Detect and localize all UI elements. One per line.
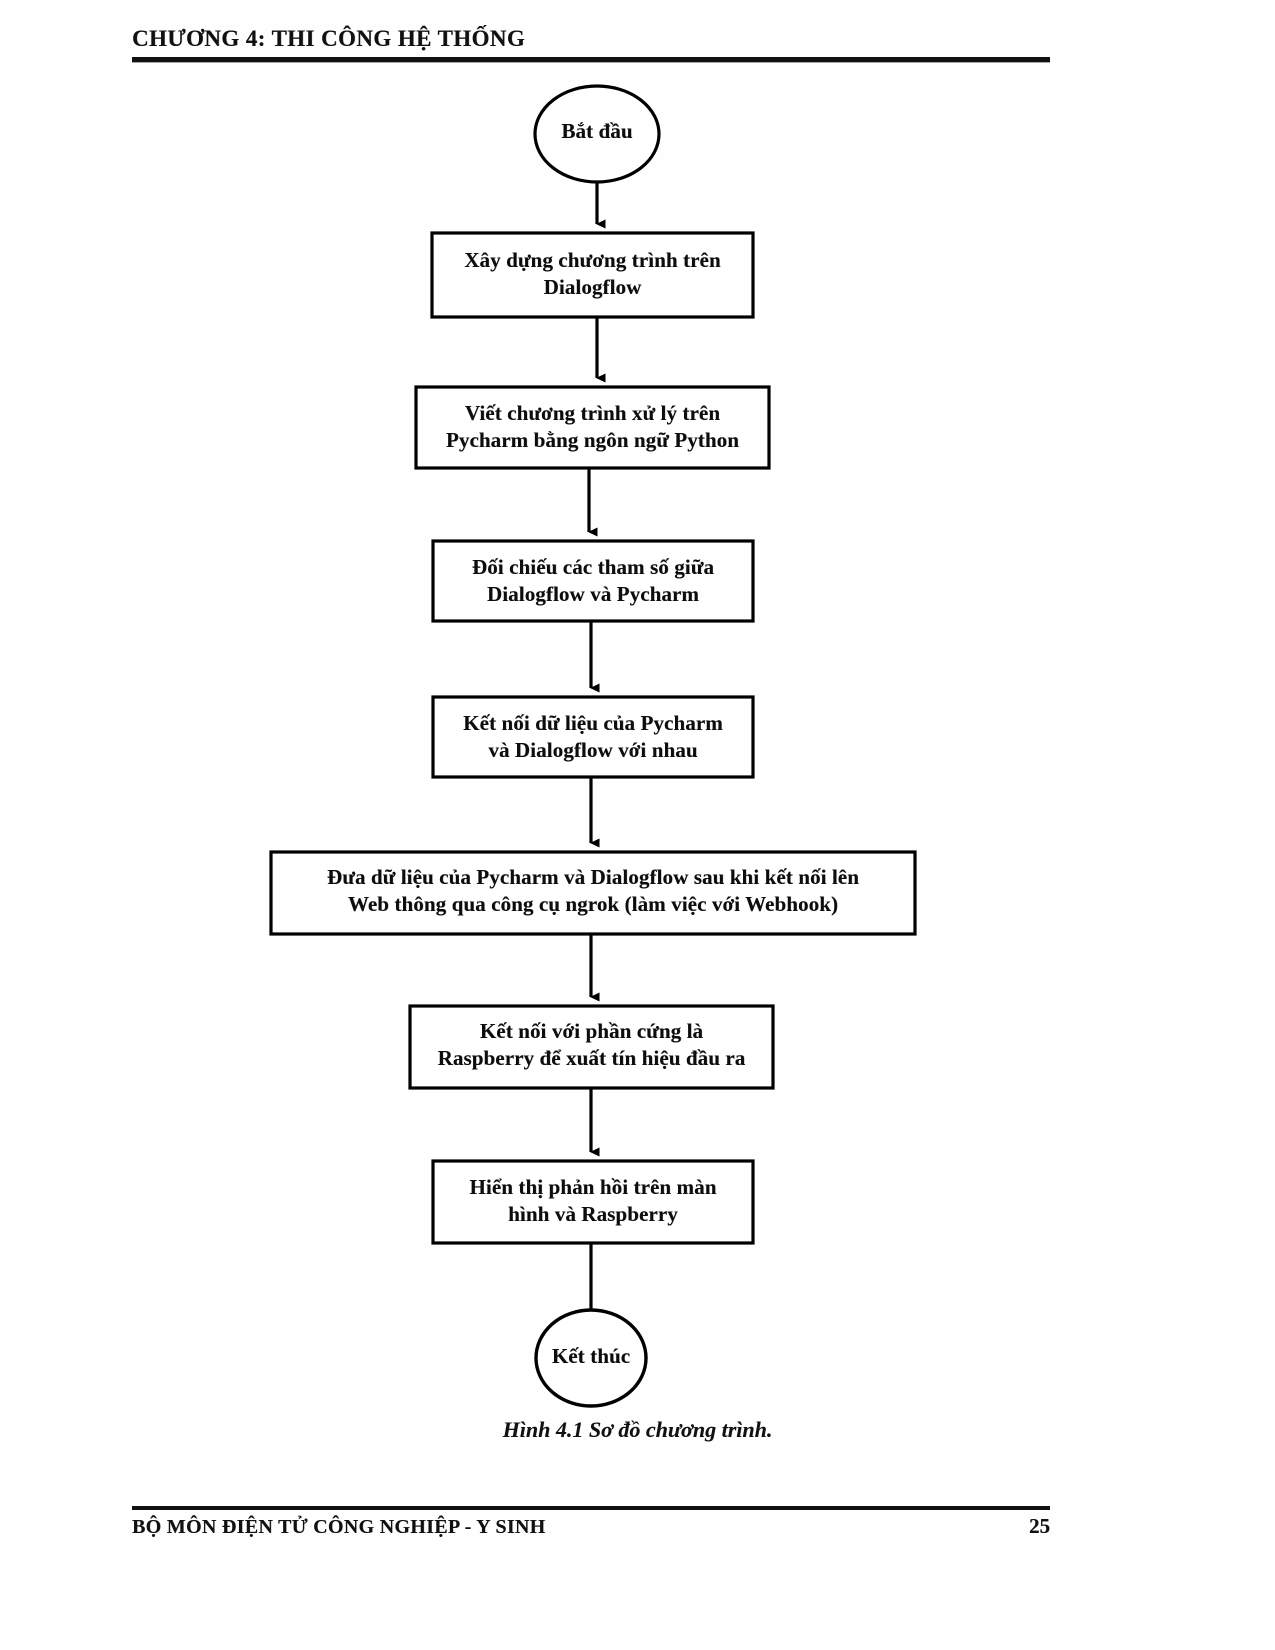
node-step3-shape: [431, 539, 755, 623]
node-start-shape: [533, 84, 661, 184]
node-end-shape: [534, 1308, 648, 1408]
footer-divider: [132, 1506, 1050, 1510]
figure-caption: Hình 4.1 Sơ đồ chương trình.: [502, 1417, 773, 1442]
page-header: CHƯƠNG 4: THI CÔNG HỆ THỐNG: [132, 26, 1050, 62]
node-step7-shape: [431, 1159, 755, 1245]
node-step6-shape: [408, 1004, 775, 1090]
header-divider: [132, 57, 1050, 62]
footer-page-number: 25: [1029, 1514, 1050, 1538]
node-step2-shape: [414, 385, 771, 470]
node-step5-shape: [269, 850, 917, 936]
footer-department: BỘ MÔN ĐIỆN TỬ CÔNG NGHIỆP - Y SINH: [132, 1516, 546, 1538]
node-step1-shape: [430, 231, 755, 319]
node-step4-shape: [431, 695, 755, 779]
page-footer: BỘ MÔN ĐIỆN TỬ CÔNG NGHIỆP - Y SINH 25: [132, 1514, 1050, 1539]
chapter-title: CHƯƠNG 4: THI CÔNG HỆ THỐNG: [132, 26, 526, 51]
